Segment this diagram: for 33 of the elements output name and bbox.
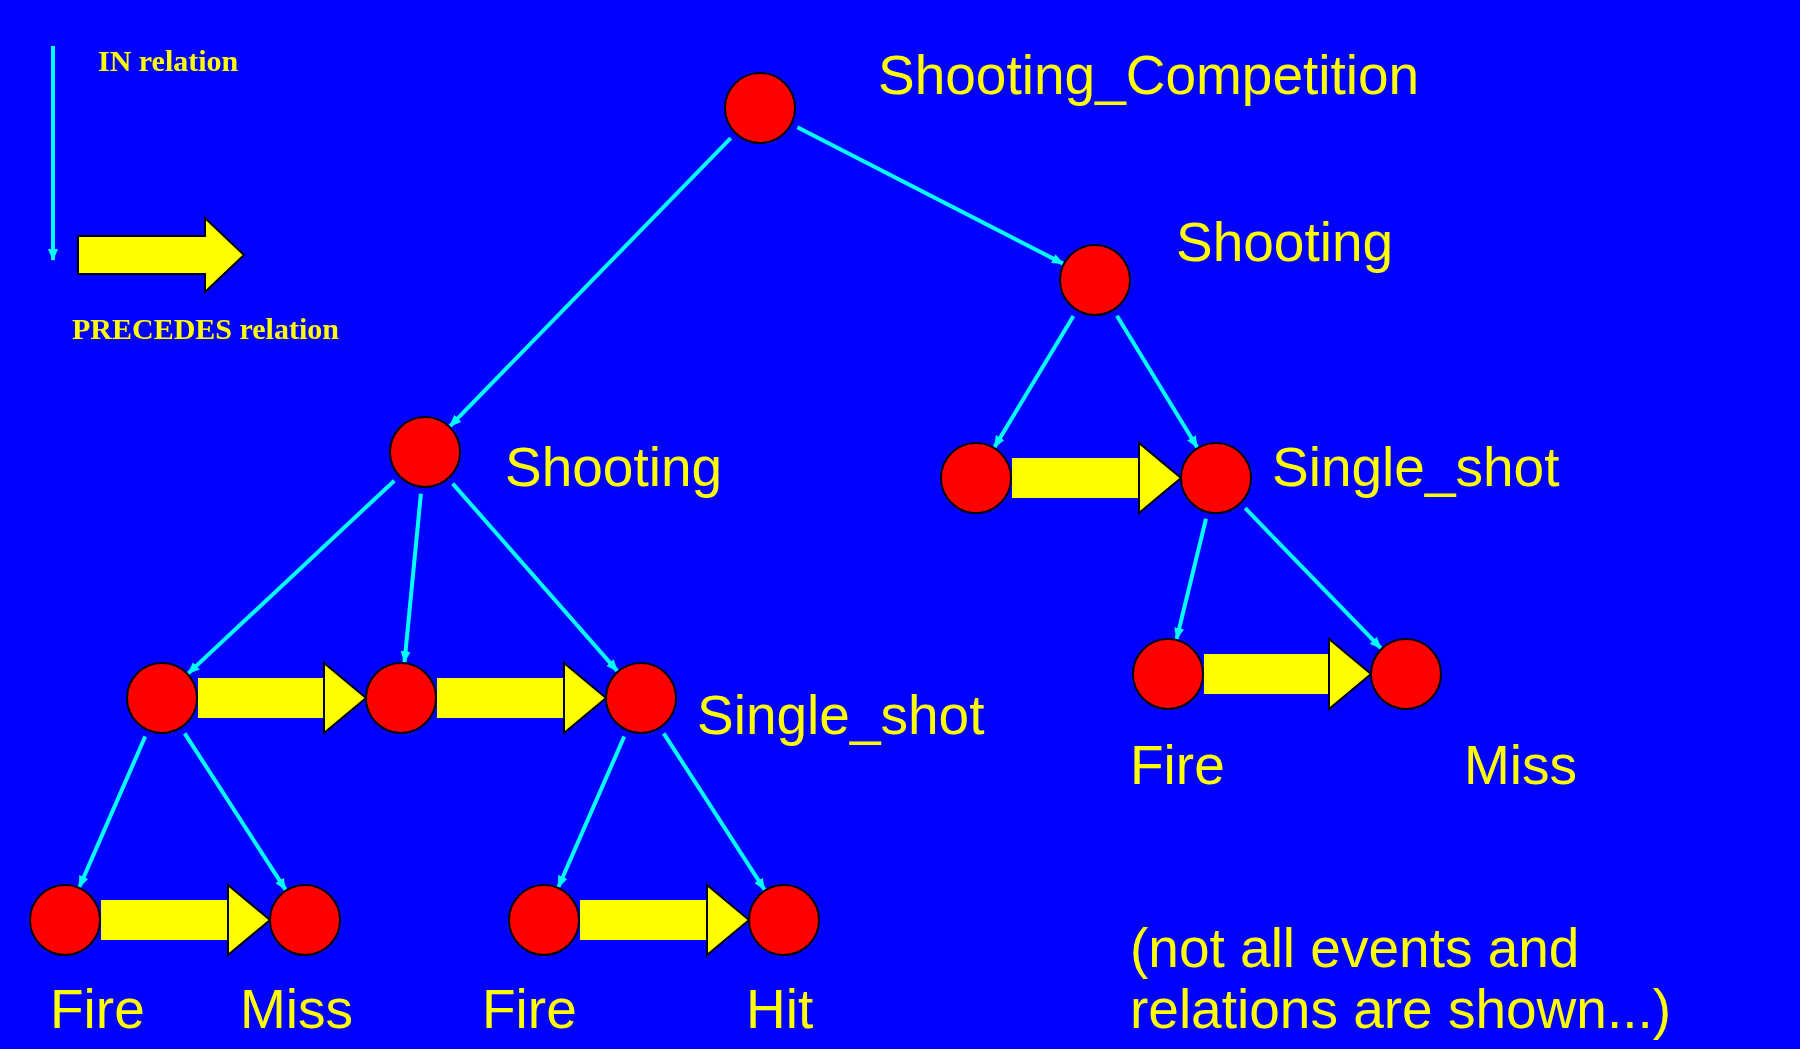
- arrow: [183, 732, 288, 891]
- arrow: [448, 136, 733, 428]
- arrow: [400, 493, 423, 664]
- event-circle: [605, 662, 677, 734]
- block-arrow: [580, 884, 750, 956]
- arrow: [1243, 506, 1383, 650]
- arrow: [796, 125, 1064, 266]
- event-label: Fire: [482, 982, 577, 1037]
- arrow: [77, 735, 148, 888]
- legend-label: PRECEDES relation: [72, 314, 339, 344]
- event-label: Miss: [1464, 738, 1578, 793]
- arrow: [662, 732, 767, 891]
- arrow: [556, 735, 627, 888]
- arrow: [451, 482, 619, 673]
- event-circle: [389, 416, 461, 488]
- event-label: Miss: [240, 982, 354, 1037]
- legend-label: IN relation: [98, 46, 239, 76]
- arrow: [1174, 518, 1208, 640]
- event-circle: [1180, 442, 1252, 514]
- event-label: Fire: [1130, 738, 1225, 793]
- block-arrow: [198, 662, 367, 734]
- note-text: (not all events and relations are shown...): [1130, 918, 1673, 1039]
- arrow: [992, 314, 1076, 449]
- block-arrow: [101, 884, 271, 956]
- block-arrow: [437, 662, 607, 734]
- event-label: Hit: [746, 982, 814, 1037]
- event-label: Fire: [50, 982, 145, 1037]
- block-arrow: [1204, 638, 1372, 710]
- event-circle: [724, 72, 796, 144]
- event-circle: [126, 662, 198, 734]
- block-arrow: [1012, 442, 1182, 514]
- arrow: [1115, 314, 1199, 449]
- arrow: [186, 479, 396, 675]
